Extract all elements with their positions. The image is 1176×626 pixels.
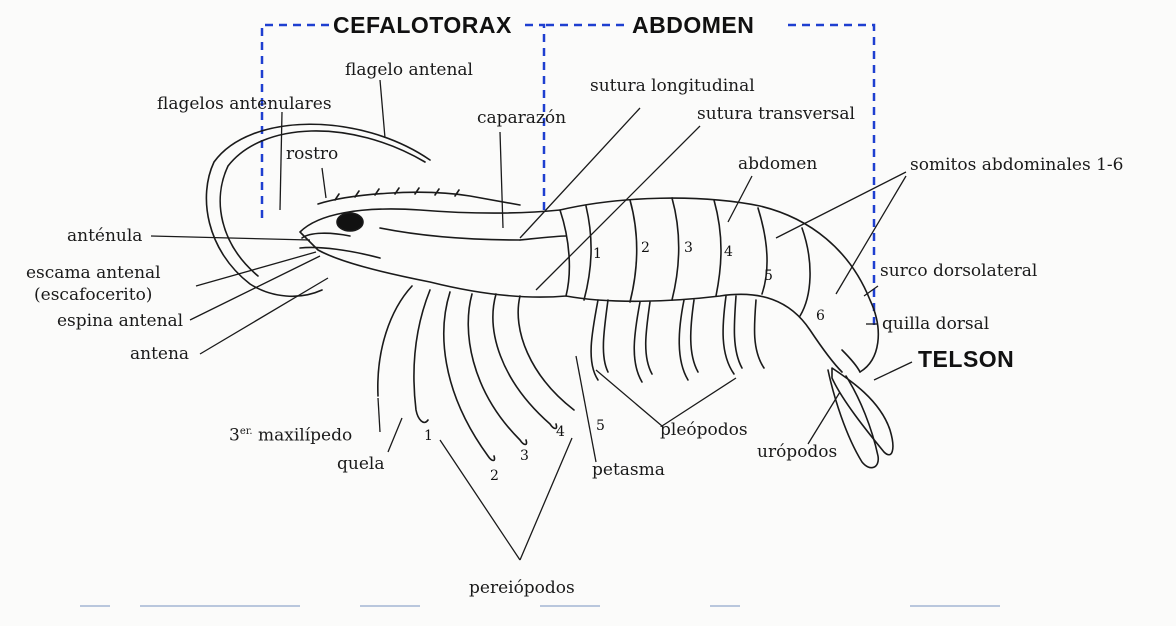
segment-number-1: 1: [593, 246, 602, 262]
carapace-suture: [520, 236, 566, 240]
pleopod-2: [634, 302, 652, 382]
label-escafocerito: (escafocerito): [34, 285, 152, 305]
label-surco-dorsolateral: surco dorsolateral: [880, 261, 1037, 281]
label-escama-antenal: escama antenal: [26, 263, 161, 283]
label-espina-antenal: espina antenal: [57, 311, 183, 331]
leg-number-3: 3: [520, 448, 529, 464]
leader-somitos-a: [776, 172, 906, 238]
pleopod-5: [754, 300, 764, 368]
label-somitos-abdominales: somitos abdominales 1-6: [910, 155, 1124, 175]
leader-abdomen: [728, 176, 752, 222]
segment-line-3: [672, 198, 679, 300]
rostrum-teeth: [335, 188, 459, 200]
leader-pereiopodos: [440, 438, 572, 560]
carapace-groove: [380, 228, 520, 240]
label-pereiopodos: pereiópodos: [469, 578, 575, 598]
label-flagelos-antenulares: flagelos antenulares: [157, 94, 332, 114]
cephalothorax-title: CEFALOTORAX: [333, 12, 512, 39]
leader-petasma: [576, 356, 596, 462]
pereiopod-1: [414, 290, 430, 422]
label-antena: antena: [130, 344, 189, 364]
label-quilla-dorsal: quilla dorsal: [882, 314, 989, 334]
pleopod-4: [723, 296, 742, 374]
pereiopod-4: [493, 294, 557, 429]
label-flagelo-antenal: flagelo antenal: [345, 60, 473, 80]
label-uropodos: urópodos: [757, 442, 837, 462]
leader-uropodos: [808, 392, 840, 444]
leader-lines: [151, 80, 912, 560]
telson: [832, 368, 893, 455]
pereiopod-5: [518, 296, 574, 410]
leader-antena: [200, 278, 328, 354]
leg-number-2: 2: [490, 468, 499, 484]
telson-title: TELSON: [918, 346, 1014, 373]
segment-line-6: [800, 228, 810, 316]
maxilipedo-ordinal: 3: [229, 426, 240, 446]
pereiopod-2: [444, 292, 495, 461]
leader-quela: [388, 418, 402, 452]
label-antenula: anténula: [67, 226, 142, 246]
telson-base: [842, 350, 860, 372]
pleopod-3: [679, 300, 698, 380]
rostrum-outline: [318, 192, 520, 205]
segment-number-6: 6: [816, 308, 825, 324]
leg-number-5: 5: [596, 418, 605, 434]
leader-maxilipedo: [378, 398, 380, 432]
maxilipedo-ordinal-suffix: er.: [240, 426, 253, 437]
label-sutura-longitudinal: sutura longitudinal: [590, 76, 755, 96]
leader-antenula: [151, 236, 310, 240]
leader-sutura-transversal: [536, 126, 700, 290]
segment-line-4: [714, 200, 721, 296]
label-petasma: petasma: [592, 460, 665, 480]
segment-line-1: [584, 206, 591, 300]
label-rostro: rostro: [286, 144, 338, 164]
segment-number-4: 4: [724, 244, 733, 260]
segment-number-5: 5: [764, 268, 773, 284]
segment-number-2: 2: [641, 240, 650, 256]
pleopod-1: [591, 300, 608, 380]
third-maxilliped: [378, 286, 412, 396]
leader-pleopodos: [596, 370, 736, 426]
abdomen-title: ABDOMEN: [632, 12, 754, 39]
label-quela: quela: [337, 454, 384, 474]
label-caparazon: caparazón: [477, 108, 566, 128]
antennule: [302, 233, 350, 238]
label-sutura-transversal: sutura transversal: [697, 104, 855, 124]
segment-line-2: [630, 200, 637, 302]
cephalothorax-box-left: [262, 25, 330, 218]
leader-rostro: [322, 168, 326, 198]
leader-telson: [874, 362, 912, 380]
label-maxilipedo: 3er. maxilípedo: [229, 422, 352, 446]
maxilipedo-text: maxilípedo: [258, 426, 352, 446]
label-abdomen: abdomen: [738, 154, 817, 174]
label-pleopodos: pleópodos: [660, 420, 748, 440]
leader-flagelo-antenal: [380, 80, 385, 138]
leader-espina: [190, 256, 320, 320]
leader-escama: [196, 252, 316, 286]
leg-number-4: 4: [556, 424, 565, 440]
eye: [337, 213, 363, 231]
segment-number-3: 3: [684, 240, 693, 256]
leg-number-1: 1: [424, 428, 433, 444]
